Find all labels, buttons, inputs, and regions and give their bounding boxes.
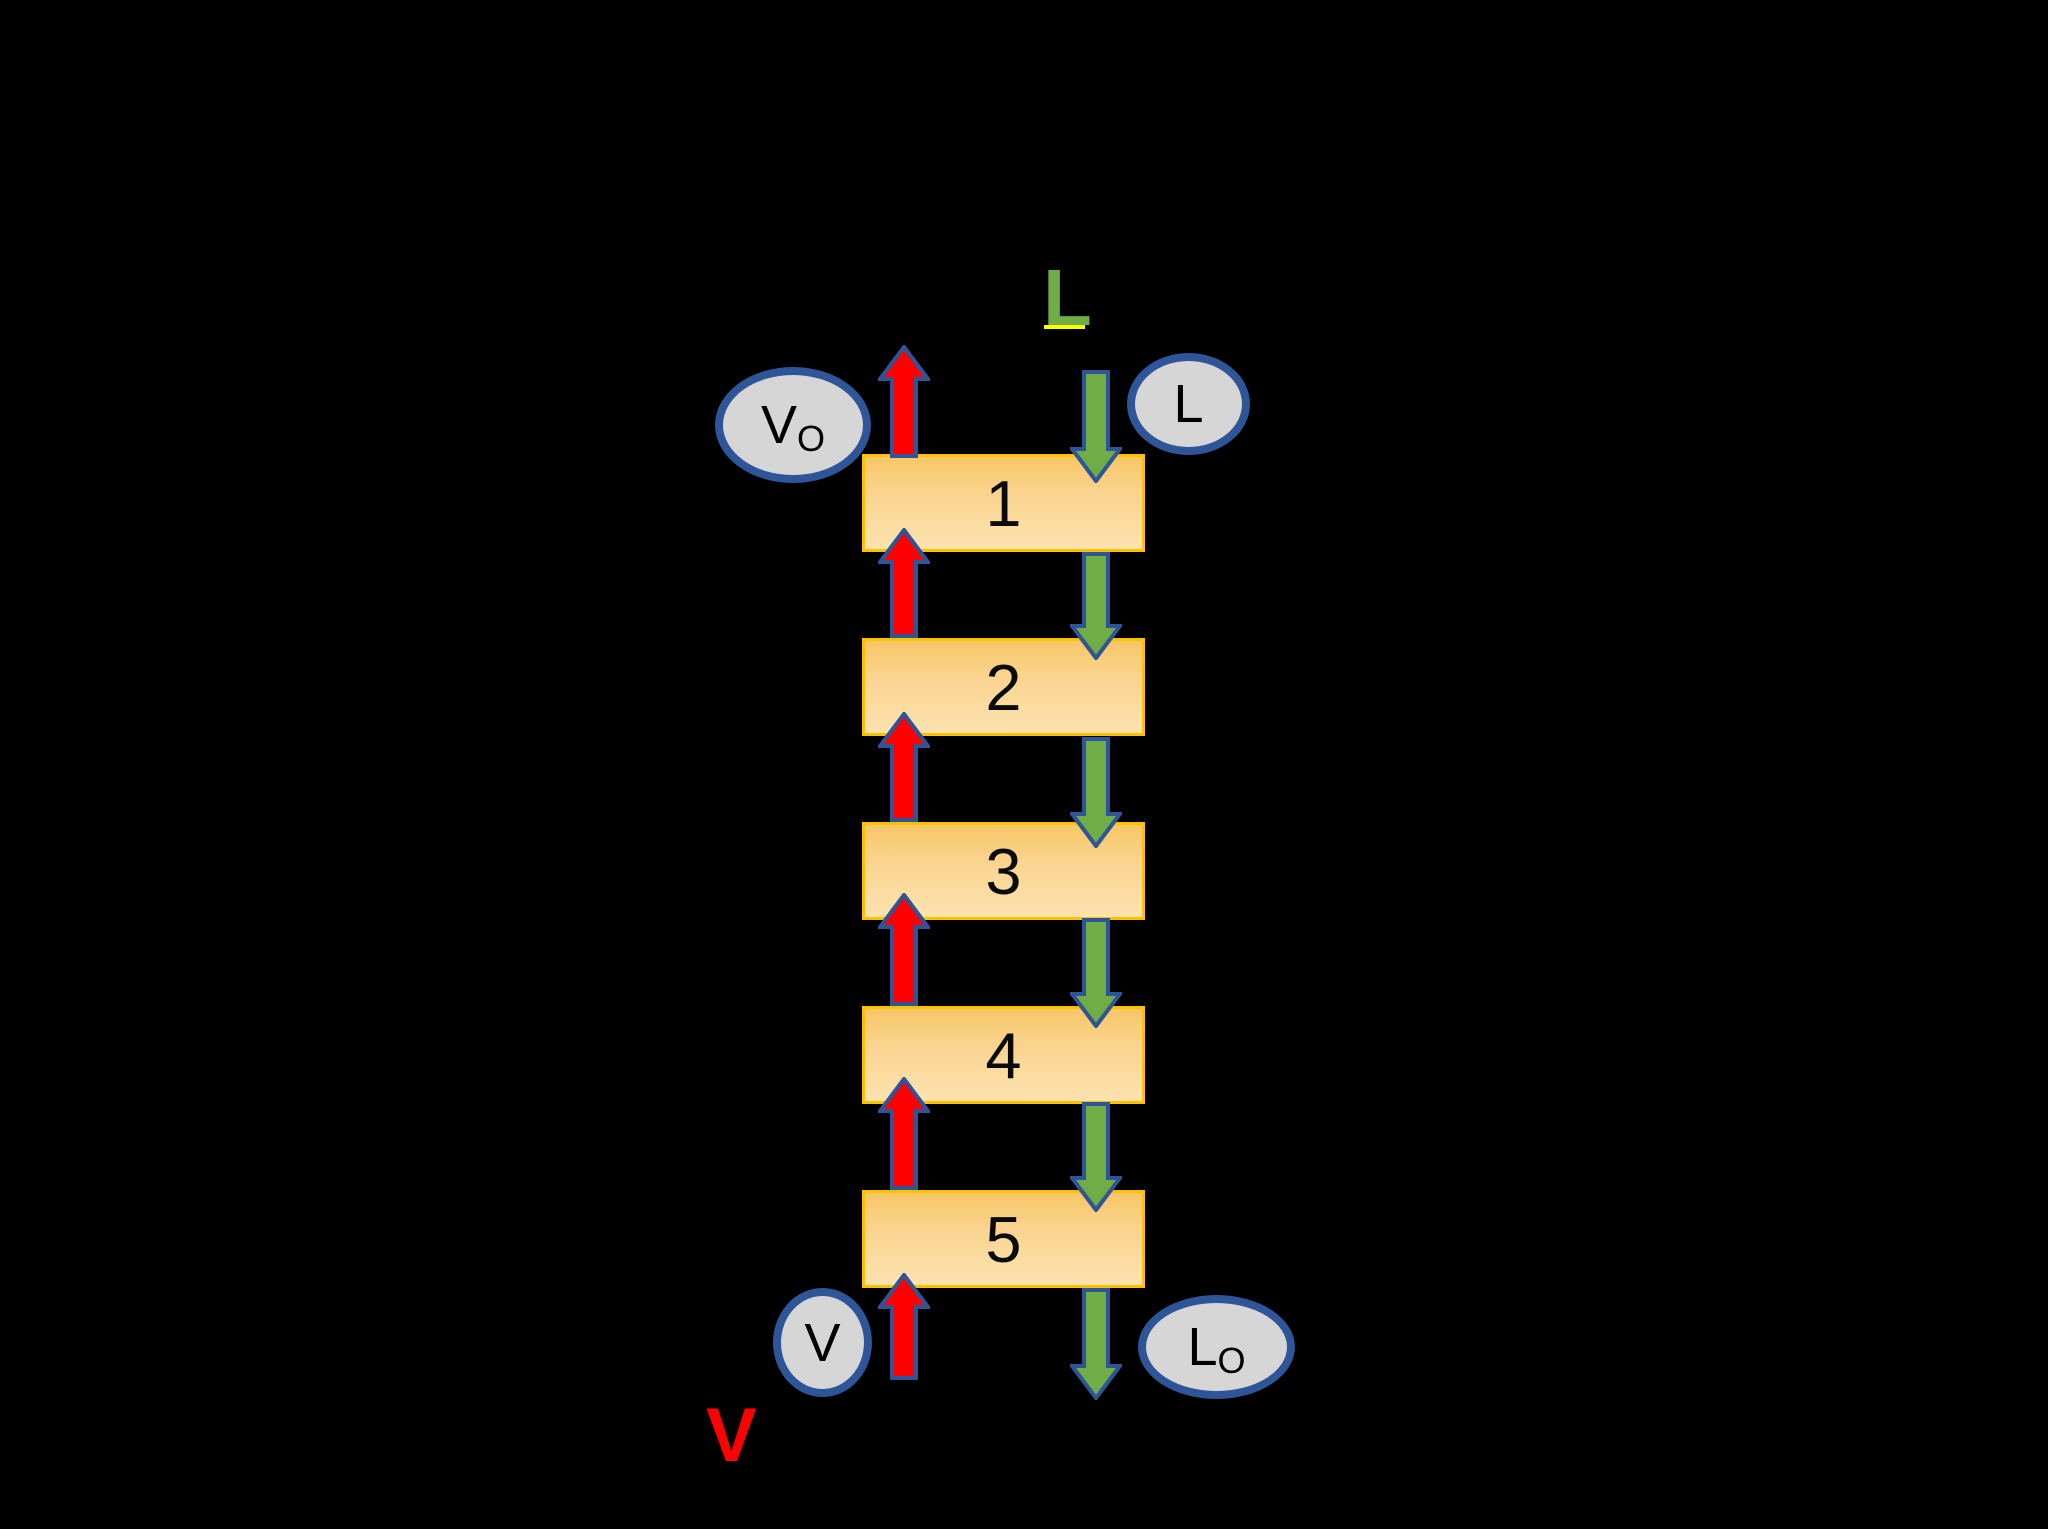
highlight-underline <box>1044 325 1085 329</box>
stage-number: 1 <box>985 466 1022 540</box>
stream-bubble-vapor-in: V <box>773 1288 872 1397</box>
bubble-label: V <box>804 1312 841 1373</box>
vapor-arrow-stage5-to-4-icon <box>878 1077 930 1190</box>
vapor-arrow-stage2-to-1-icon <box>878 528 930 638</box>
liquid-arrow-stage3-to-4-icon <box>1070 918 1122 1028</box>
bubble-label: L <box>1173 374 1204 434</box>
stage-number: 3 <box>985 834 1022 908</box>
vapor-arrow-stage3-to-2-icon <box>878 712 930 822</box>
bubble-label-subscript: O <box>1217 1340 1246 1381</box>
stream-bubble-liquid-in: L <box>1127 353 1250 455</box>
liquid-arrow-stage2-to-3-icon <box>1070 737 1122 848</box>
liquid-in-arrow-icon <box>1070 370 1122 483</box>
liquid-out-arrow-icon <box>1070 1288 1122 1400</box>
bubble-label-subscript: O <box>797 418 826 459</box>
liquid-arrow-stage4-to-5-icon <box>1070 1102 1122 1212</box>
stage-number: 2 <box>985 650 1022 724</box>
liquid-stream-label-top: L <box>1043 253 1092 342</box>
vapor-out-arrow-icon <box>878 345 930 458</box>
bubble-label: L <box>1187 1317 1218 1377</box>
stage-number: 4 <box>985 1018 1022 1092</box>
vapor-arrow-stage4-to-3-icon <box>878 893 930 1006</box>
stage-box-3: 3 <box>862 822 1145 920</box>
stage-number: 5 <box>985 1202 1022 1276</box>
bubble-label: V <box>760 395 797 455</box>
vapor-in-arrow-icon <box>878 1273 930 1380</box>
vapor-stream-label-bottom: V <box>706 1393 757 1478</box>
liquid-arrow-stage1-to-2-icon <box>1070 552 1122 660</box>
